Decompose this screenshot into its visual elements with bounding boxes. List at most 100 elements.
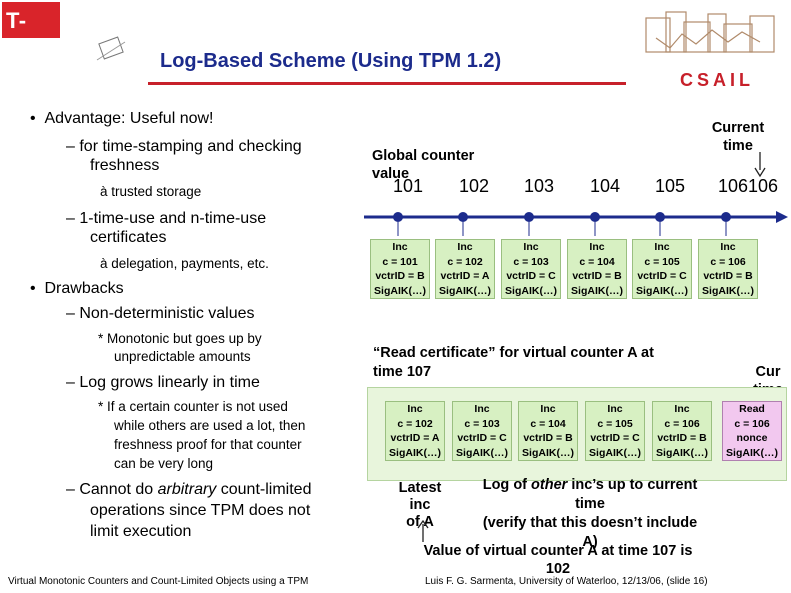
card-line: SigAIK(…): [636, 284, 688, 297]
inc-certificate-card: Inc c = 106 vctrID = B SigAIK(…): [652, 401, 712, 461]
card-line: vctrID = B: [523, 432, 573, 444]
current-time-label-line1: Current: [711, 120, 765, 136]
bullet-dot: •: [30, 110, 45, 127]
card-line: c = 106: [664, 417, 700, 430]
drawbacks-text: Drawbacks: [44, 280, 124, 297]
inc-certificate-card: Inc c = 106 vctrID = B SigAIK(…): [698, 239, 758, 299]
log-text-line3: (verify that this doesn’t include: [482, 515, 698, 531]
adv-sub2-line2: certificates: [90, 229, 167, 246]
counter-value: 105: [655, 176, 686, 196]
card-line: Inc: [589, 241, 605, 253]
current-time-label-line2: time: [723, 138, 753, 154]
card-line: nonce: [736, 432, 768, 444]
advantage-text: Advantage: Useful now!: [44, 110, 214, 127]
adv-sub2-line1: – 1-time-use and n-time-use: [66, 210, 267, 227]
card-line: SigAIK(…): [522, 446, 574, 459]
read-certificate-card: Read c = 106 nonce SigAIK(…): [722, 401, 782, 461]
document-icon: [96, 36, 126, 61]
cur-time-label-line1: Cur: [755, 364, 781, 380]
inc-certificate-card: Inc c = 104 vctrID = B SigAIK(…): [567, 239, 627, 299]
card-line: Inc: [407, 403, 423, 415]
t-party-logo: T-Party: [2, 2, 63, 59]
adv-arrow1: à trusted storage: [100, 184, 202, 199]
bullet-advantage: • Advantage: Useful now!: [30, 110, 214, 128]
footer-left: Virtual Monotonic Counters and Count-Lim…: [8, 576, 309, 587]
bullet-drawbacks: • Drawbacks: [30, 280, 124, 298]
card-line: c = 106: [710, 255, 746, 268]
card-line: c = 101: [382, 255, 418, 268]
card-line: Inc: [674, 403, 690, 415]
card-line: SigAIK(…): [656, 446, 708, 459]
card-line: vctrID = C: [506, 270, 556, 282]
adv-sub1-line1: – for time-stamping and checking: [66, 138, 302, 155]
dr-note1-line2: unpredictable amounts: [114, 349, 251, 364]
card-line: SigAIK(…): [389, 446, 441, 459]
card-line: c = 104: [530, 417, 566, 430]
card-line: c = 103: [513, 255, 549, 268]
adv-sub1-line2: freshness: [90, 157, 160, 174]
card-line: c = 106: [734, 417, 770, 430]
inc-certificate-card: Inc c = 101 vctrID = B SigAIK(…): [370, 239, 430, 299]
card-line: Inc: [720, 241, 736, 253]
card-line: c = 103: [464, 417, 500, 430]
counter-value: 101: [393, 176, 424, 196]
csail-building-icon: [645, 11, 775, 53]
value-text-line2: 102: [545, 561, 571, 577]
counter-value: 106106: [718, 176, 779, 196]
card-line: vctrID = C: [457, 432, 507, 444]
inc-certificate-card: Inc c = 103 vctrID = C SigAIK(…): [452, 401, 512, 461]
card-line: SigAIK(…): [726, 446, 778, 459]
title-underline: [148, 82, 626, 85]
card-line: Inc: [523, 241, 539, 253]
bullet-dot: •: [30, 280, 45, 297]
card-line: Inc: [392, 241, 408, 253]
card-line: c = 105: [644, 255, 680, 268]
global-counter-label-line1: Global counter: [372, 148, 475, 164]
footer-right: Luis F. G. Sarmenta, University of Water…: [425, 576, 708, 587]
t-party-logo-text: T-Party: [6, 8, 64, 59]
card-line: SigAIK(…): [589, 446, 641, 459]
card-line: Inc: [607, 403, 623, 415]
card-line: SigAIK(…): [505, 284, 557, 297]
card-line: Inc: [457, 241, 473, 253]
inc-certificate-card: Inc c = 104 vctrID = B SigAIK(…): [518, 401, 578, 461]
slide-title: Log-Based Scheme (Using TPM 1.2): [160, 50, 502, 72]
card-line: vctrID = B: [375, 270, 425, 282]
log-text-line2: time: [575, 496, 605, 512]
card-line: c = 104: [579, 255, 615, 268]
inc-certificate-card: Inc c = 102 vctrID = A SigAIK(…): [435, 239, 495, 299]
card-line: SigAIK(…): [439, 284, 491, 297]
counter-value: 103: [524, 176, 555, 196]
card-line: SigAIK(…): [374, 284, 426, 297]
global-counter-label-line2: value: [372, 166, 410, 182]
card-line: vctrID = B: [572, 270, 622, 282]
latest-inc-line1: Latest: [398, 480, 442, 496]
counter-value: 102: [459, 176, 490, 196]
card-line: SigAIK(…): [571, 284, 623, 297]
down-arrow-icon: [754, 152, 766, 178]
dr-sub3-line1: – Cannot do arbitrary count-limited: [66, 481, 312, 498]
card-line: vctrID = A: [440, 270, 490, 282]
card-line: Inc: [654, 241, 670, 253]
dr-note2-line3: freshness proof for that counter: [114, 437, 302, 452]
card-line: Inc: [474, 403, 490, 415]
inc-certificate-card: Inc c = 105 vctrID = C SigAIK(…): [585, 401, 645, 461]
card-line: SigAIK(…): [702, 284, 754, 297]
card-line: SigAIK(…): [456, 446, 508, 459]
log-text-line1: Log of other inc’s up to current: [482, 477, 698, 493]
read-certificate-line2: time 107: [373, 364, 432, 380]
log-text-line4: A): [582, 534, 598, 550]
latest-inc-line2: inc: [409, 497, 431, 513]
inc-certificate-card: Inc c = 105 vctrID = C SigAIK(…): [632, 239, 692, 299]
card-line: vctrID = B: [657, 432, 707, 444]
read-certificate-line1: “Read certificate” for virtual counter A…: [373, 345, 654, 361]
card-line: Read: [739, 403, 765, 415]
value-text-line1: Value of virtual counter A at time 107 i…: [423, 543, 693, 559]
inc-certificate-card: Inc c = 102 vctrID = A SigAIK(…): [385, 401, 445, 461]
timeline: [364, 211, 788, 236]
csail-logo: CSAIL: [680, 70, 754, 90]
card-line: Inc: [540, 403, 556, 415]
dr-sub3-line3: limit execution: [90, 523, 192, 540]
dr-note2-line4: can be very long: [114, 456, 214, 471]
dr-note2-line1: * If a certain counter is not used: [98, 399, 288, 414]
